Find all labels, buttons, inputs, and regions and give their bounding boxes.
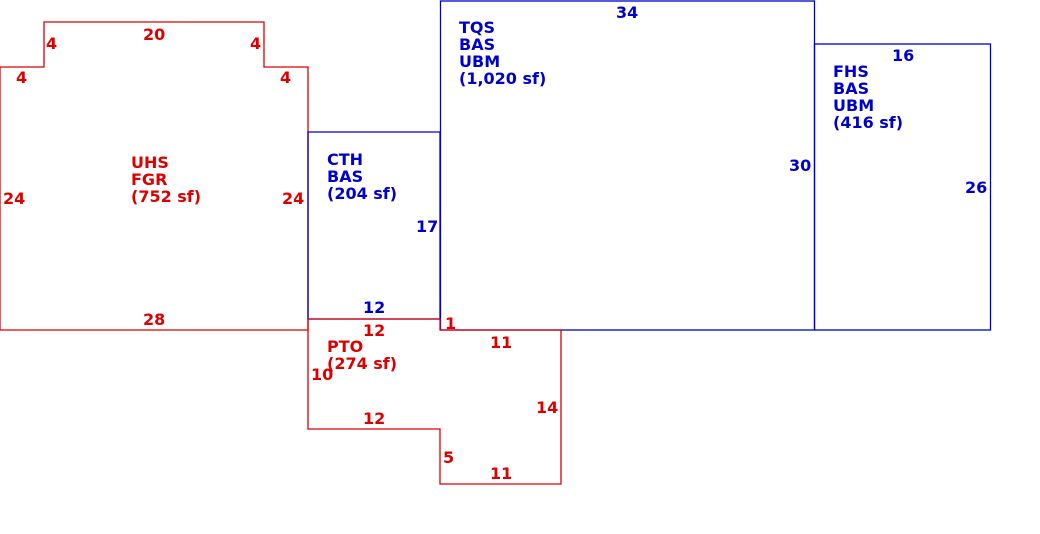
tqs-dim-top: 34 <box>616 3 638 22</box>
cth-label: CTH BAS (204 sf) <box>327 150 397 203</box>
fhs-dim-right: 26 <box>965 178 987 197</box>
pto-dim-bottom: 11 <box>490 464 512 483</box>
uhs-label: UHS FGR (752 sf) <box>131 153 201 206</box>
pto-dim-inner-h: 12 <box>363 409 385 428</box>
uhs-dim-right: 24 <box>282 189 304 208</box>
pto-dim-left: 10 <box>311 365 333 384</box>
tqs-label: TQS BAS UBM (1,020 sf) <box>459 18 546 88</box>
pto-dim-inner-v: 5 <box>443 448 454 467</box>
uhs-dim-notch-right-h: 4 <box>280 68 291 87</box>
uhs-dim-notch-right-v: 4 <box>250 34 261 53</box>
pto-dim-right: 14 <box>536 398 558 417</box>
uhs-dim-top: 20 <box>143 25 165 44</box>
pto-dim-top-right: 11 <box>490 333 512 352</box>
uhs-dim-notch-left-v: 4 <box>46 34 57 53</box>
fhs-dim-top: 16 <box>892 46 914 65</box>
fhs-outline <box>813 43 992 331</box>
tqs-dim-right: 30 <box>789 156 811 175</box>
uhs-dim-left: 24 <box>3 189 25 208</box>
pto-outline <box>307 318 562 485</box>
tqs-dim-small: 1 <box>445 314 456 333</box>
fhs-label: FHS BAS UBM (416 sf) <box>833 62 903 132</box>
uhs-outline <box>0 21 309 331</box>
cth-dim-side: 17 <box>416 217 438 236</box>
uhs-dim-bottom: 28 <box>143 310 165 329</box>
cth-dim-bottom: 12 <box>363 298 385 317</box>
pto-label: PTO (274 sf) <box>327 337 397 373</box>
uhs-dim-notch-left-h: 4 <box>16 68 27 87</box>
pto-dim-top-left: 12 <box>363 321 385 340</box>
